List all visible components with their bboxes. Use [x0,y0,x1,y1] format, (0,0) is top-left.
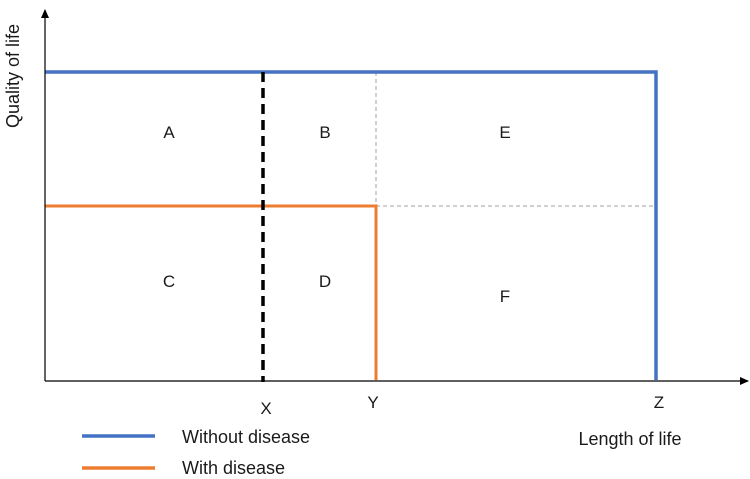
with-disease-line [45,204,378,380]
region-label-d: D [319,272,331,291]
x-tick-y: Y [367,393,378,412]
region-label-a: A [163,123,175,142]
y-axis-label: Quality of life [3,24,23,128]
x-tick-z: Z [654,393,664,412]
region-label-f: F [500,287,510,306]
region-label-b: B [319,123,330,142]
x-axis-label: Length of life [578,429,681,449]
legend-label-without-disease: Without disease [182,427,310,447]
region-label-c: C [163,272,175,291]
x-tick-x: X [260,399,271,418]
legend: Without disease With disease [82,427,310,478]
legend-label-with-disease: With disease [182,458,285,478]
region-label-e: E [499,123,510,142]
without-disease-line [45,70,658,380]
